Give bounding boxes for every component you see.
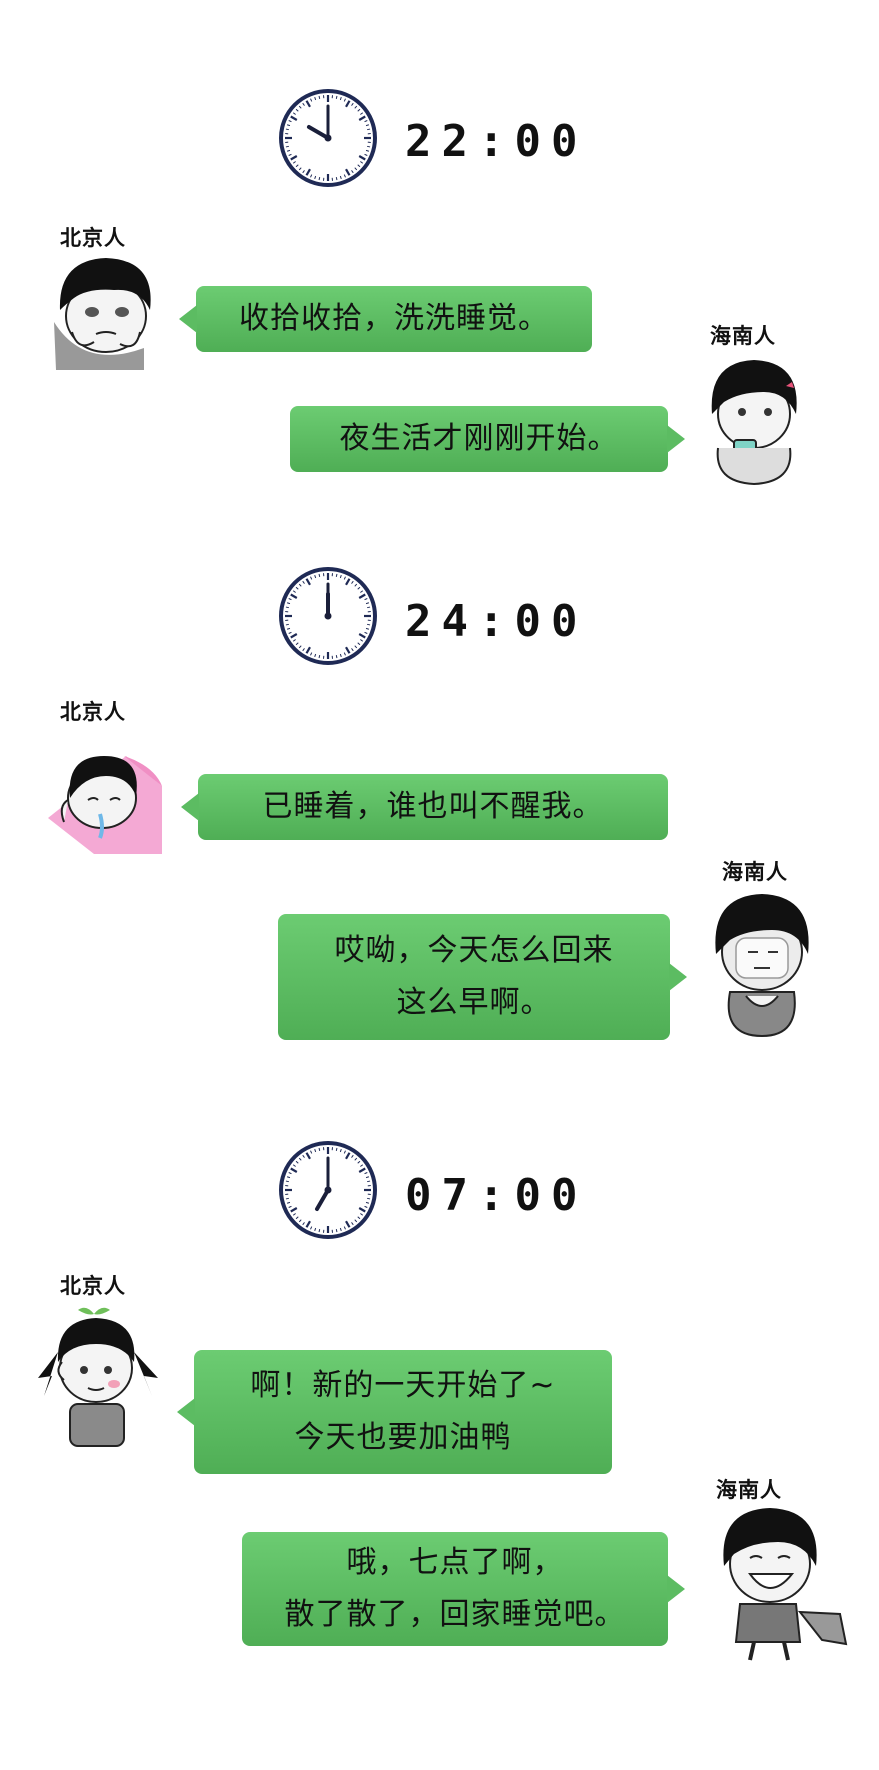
bubble-line: 散了散了，回家睡觉吧。 bbox=[284, 1597, 626, 1632]
hour-hand bbox=[315, 1188, 330, 1212]
time-label: 07:00 bbox=[405, 1170, 588, 1221]
time-header-3: 07:00 bbox=[0, 1140, 879, 1250]
bubble-line: 哎呦，今天怎么回来 bbox=[334, 932, 614, 968]
clock-icon bbox=[278, 88, 378, 188]
chat-bubble-right: 夜生活才刚刚开始。 bbox=[290, 406, 685, 472]
meme-avatar-icon bbox=[34, 1300, 162, 1450]
hour-hand bbox=[306, 125, 330, 140]
bubble-line: 夜生活才刚刚开始。 bbox=[339, 420, 619, 456]
time-header-1: 22:00 bbox=[0, 88, 879, 198]
meme-avatar-icon bbox=[700, 1502, 850, 1664]
chat-bubble-left: 已睡着，谁也叫不醒我。 bbox=[181, 774, 668, 840]
bubble-line: 今天也要加油鸭 bbox=[294, 1420, 512, 1455]
meme-avatar-icon bbox=[44, 252, 164, 370]
bubble-line: 哦，七点了啊， bbox=[346, 1544, 564, 1580]
speaker-label-beijing: 北京人 bbox=[60, 700, 126, 724]
meme-avatar-icon bbox=[44, 726, 166, 854]
bubble-line: 已睡着，谁也叫不醒我。 bbox=[262, 788, 604, 824]
chat-bubble-right: 哦，七点了啊， 散了散了，回家睡觉吧。 bbox=[242, 1532, 685, 1646]
clock-icon bbox=[278, 566, 378, 666]
speaker-label-hainan: 海南人 bbox=[710, 324, 776, 348]
bubble-line: 啊！新的一天开始了~ bbox=[250, 1367, 556, 1403]
bubble-line: 收拾收拾，洗洗睡觉。 bbox=[239, 300, 549, 336]
time-label: 24:00 bbox=[405, 596, 588, 647]
chat-bubble-right: 哎呦，今天怎么回来 这么早啊。 bbox=[278, 914, 687, 1040]
speaker-label-hainan: 海南人 bbox=[722, 860, 788, 884]
meme-avatar-icon bbox=[694, 352, 810, 488]
speaker-label-hainan: 海南人 bbox=[716, 1478, 782, 1502]
time-label: 22:00 bbox=[405, 116, 588, 167]
meme-avatar-icon bbox=[700, 888, 824, 1038]
time-header-2: 24:00 bbox=[0, 566, 879, 676]
clock-icon bbox=[278, 1140, 378, 1240]
bubble-line: 这么早啊。 bbox=[396, 985, 552, 1020]
speaker-label-beijing: 北京人 bbox=[60, 226, 126, 250]
speaker-label-beijing: 北京人 bbox=[60, 1274, 126, 1298]
chat-bubble-left: 啊！新的一天开始了~ 今天也要加油鸭 bbox=[177, 1350, 612, 1474]
chat-bubble-left: 收拾收拾，洗洗睡觉。 bbox=[179, 286, 592, 352]
